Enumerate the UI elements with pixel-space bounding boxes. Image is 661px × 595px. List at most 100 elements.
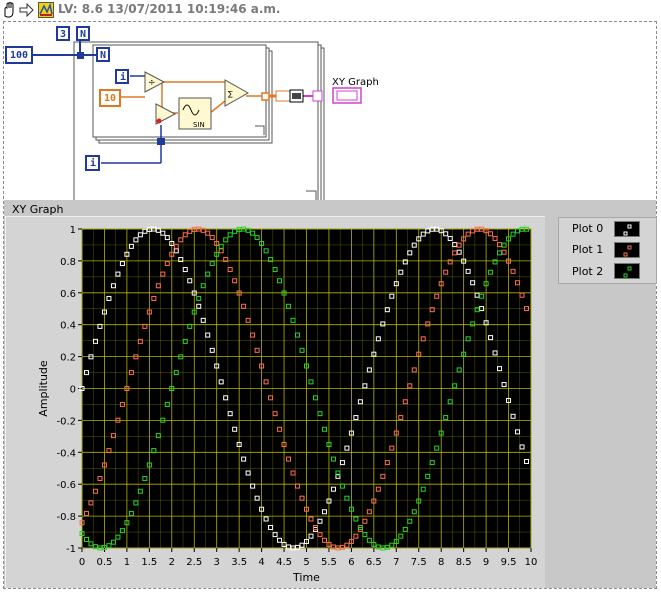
- legend-swatch-plot-0[interactable]: [614, 221, 640, 237]
- data-point: [241, 303, 247, 309]
- data-point: [119, 261, 125, 267]
- data-point: [295, 483, 301, 489]
- data-point: [380, 473, 386, 479]
- data-point: [259, 363, 265, 369]
- data-point: [277, 426, 283, 432]
- x-tick-label: 6: [348, 557, 354, 568]
- data-point: [438, 281, 444, 287]
- data-point: [353, 415, 359, 421]
- data-point: [92, 488, 98, 494]
- y-tick-label: -0.4: [56, 448, 76, 459]
- y-tick-label: -0.6: [56, 480, 76, 491]
- data-point: [339, 460, 345, 466]
- data-point: [434, 293, 440, 299]
- data-point: [227, 232, 233, 238]
- arrow-right-icon[interactable]: [19, 3, 35, 17]
- data-point: [214, 363, 220, 369]
- data-point: [286, 456, 292, 462]
- data-point: [488, 335, 494, 341]
- data-point: [110, 283, 116, 289]
- data-point: [88, 500, 94, 506]
- y-tick-labels: 10.80.60.40.20-0.2-0.4-0.6-0.8-1: [56, 225, 82, 555]
- data-point: [290, 317, 296, 323]
- data-point: [178, 237, 184, 243]
- data-point: [200, 317, 206, 323]
- data-point: [389, 542, 395, 548]
- inner-iteration-terminal: i: [115, 69, 129, 84]
- subtract-node[interactable]: [155, 103, 177, 125]
- y-tick-label: -0.8: [56, 512, 76, 523]
- data-point: [223, 237, 229, 243]
- n-tunnel: [77, 52, 84, 59]
- bundle-node[interactable]: [224, 79, 250, 107]
- data-point: [205, 332, 211, 338]
- data-point: [317, 532, 323, 538]
- hand-tool-icon[interactable]: [2, 2, 16, 18]
- data-point: [344, 445, 350, 451]
- data-point: [317, 518, 323, 524]
- data-point: [88, 354, 94, 360]
- data-point: [330, 456, 336, 462]
- data-point: [362, 532, 368, 538]
- data-point: [438, 228, 444, 234]
- data-point: [128, 370, 134, 376]
- data-point: [299, 542, 305, 548]
- divide-node[interactable]: [144, 71, 166, 93]
- data-point: [384, 307, 390, 313]
- data-point: [366, 537, 372, 543]
- x-tick-label: 9: [483, 557, 489, 568]
- data-point: [254, 495, 260, 501]
- indexing-tunnel: [261, 92, 270, 101]
- data-point: [515, 280, 521, 286]
- data-point: [263, 248, 269, 254]
- data-point: [425, 321, 431, 327]
- data-point: [110, 539, 116, 545]
- x-tick-label: 2.5: [186, 557, 202, 568]
- data-point: [510, 231, 516, 237]
- series-2: [79, 226, 530, 551]
- legend-swatch-plot-2[interactable]: [614, 263, 640, 279]
- data-point: [506, 236, 512, 242]
- inner-count-constant[interactable]: 3: [56, 26, 70, 41]
- data-point: [97, 323, 103, 329]
- data-point: [299, 495, 305, 501]
- data-point: [393, 281, 399, 287]
- data-point: [492, 235, 498, 241]
- y-tick-label: 0.8: [60, 257, 76, 268]
- data-point: [497, 250, 503, 256]
- data-point: [232, 426, 238, 432]
- data-point: [133, 500, 139, 506]
- data-point: [308, 379, 314, 385]
- data-point: [83, 370, 89, 376]
- x-tick-label: 9.5: [501, 557, 517, 568]
- data-point: [330, 486, 336, 492]
- data-point: [92, 338, 98, 344]
- data-point: [375, 486, 381, 492]
- sine-function[interactable]: [178, 97, 212, 130]
- x-tick-label: 3.5: [231, 557, 247, 568]
- outer-count-constant[interactable]: 100: [5, 46, 33, 64]
- data-point: [326, 498, 332, 504]
- y-axis-label: Amplitude: [37, 360, 50, 417]
- divisor-constant[interactable]: 10: [99, 89, 121, 107]
- data-point: [371, 498, 377, 504]
- data-point: [411, 509, 417, 515]
- data-point: [164, 261, 170, 267]
- grid-lines: [81, 228, 532, 549]
- x-tick-label: 1: [124, 557, 130, 568]
- data-point: [151, 295, 157, 301]
- data-point: [420, 486, 426, 492]
- y-tick-label: 0.4: [60, 321, 76, 332]
- data-point: [407, 383, 413, 389]
- data-point: [295, 332, 301, 338]
- data-point: [416, 351, 422, 357]
- y-tick-label: 0.6: [60, 289, 76, 300]
- plot-legend[interactable]: [558, 217, 657, 284]
- data-point: [250, 332, 256, 338]
- data-point: [304, 538, 309, 544]
- data-point: [268, 257, 274, 263]
- legend-swatch-plot-1[interactable]: [614, 242, 640, 258]
- data-point: [137, 232, 143, 238]
- data-point: [151, 448, 157, 454]
